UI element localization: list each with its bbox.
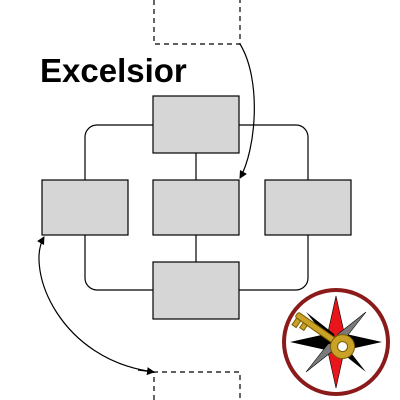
node-bottom [152, 261, 240, 320]
arrow-bottom-to-left [37, 236, 155, 373]
key-compass-star-icon [282, 288, 390, 396]
dashed-box-top [153, 0, 241, 45]
node-center [152, 179, 240, 236]
node-left [41, 179, 129, 236]
diagram-title: Excelsior [40, 52, 187, 89]
key-icon [291, 312, 356, 360]
dashed-box-bottom [153, 371, 241, 400]
arrow-bottom-to-left-tail [137, 367, 155, 376]
node-right [264, 179, 352, 236]
node-top [152, 95, 240, 154]
arrow-top-to-center [239, 43, 255, 179]
